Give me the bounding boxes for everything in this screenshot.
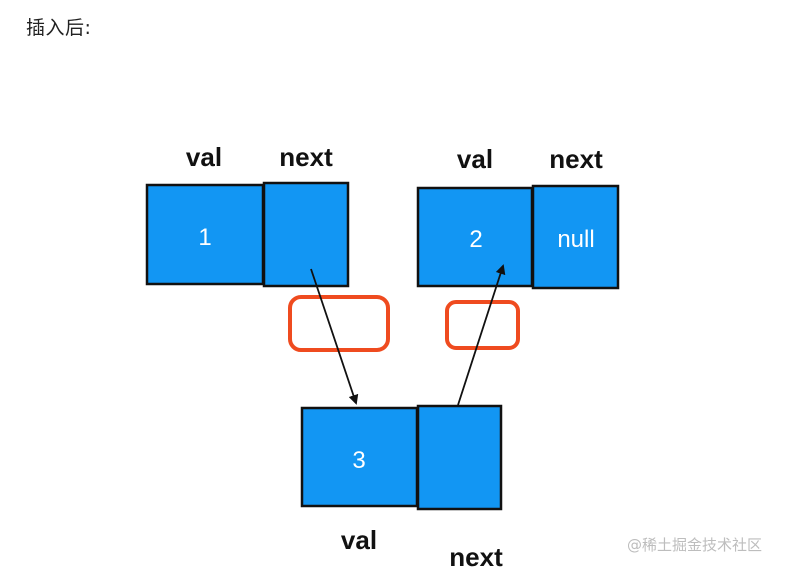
broken-link-highlight-right [445,300,520,350]
node-3-val-label: val [341,525,377,555]
broken-link-highlight-left [288,295,390,352]
node-1-val-label: val [186,142,222,172]
pointer-arrow-node1-to-node3 [310,268,359,405]
node-2-value: 2 [469,226,482,253]
node-3: 3 val next [300,404,503,571]
pointer-arrow-node3-to-node2 [457,264,506,406]
node-1-next-label: next [279,142,333,172]
node-3-value: 3 [352,447,365,474]
node-1: val next 1 [145,142,350,288]
node-3-next-cell [416,404,503,511]
node-2-next-cell [531,184,620,290]
node-2-next-value: null [557,226,594,253]
node-2-next-label: next [549,144,603,174]
node-1-value: 1 [198,224,211,251]
node-1-next-cell [262,181,350,288]
node-3-next-label: next [449,542,503,571]
node-2-val-cell [416,186,534,288]
watermark: @稀土掘金技术社区 [627,536,763,554]
page-heading: 插入后: [26,17,92,39]
node-2: val next 2 null [416,144,620,290]
node-2-val-label: val [457,144,493,174]
